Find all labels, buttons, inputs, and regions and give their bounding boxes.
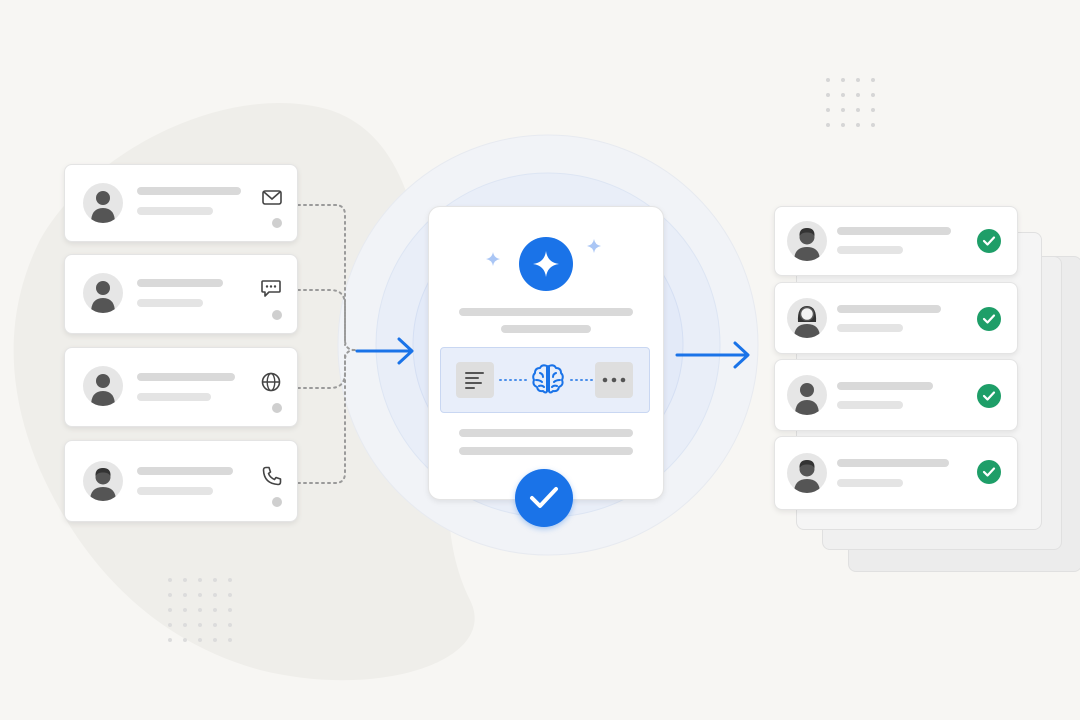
more-icon xyxy=(602,377,626,383)
person-icon xyxy=(83,366,123,406)
document-step xyxy=(456,362,494,398)
success-badge xyxy=(977,307,1001,331)
person-icon xyxy=(83,273,123,313)
summary-placeholder xyxy=(459,447,633,455)
name-placeholder xyxy=(137,373,235,381)
ai-badge xyxy=(519,237,573,291)
status-dot xyxy=(272,497,282,507)
check-icon xyxy=(982,236,996,246)
detail-placeholder xyxy=(137,487,213,495)
chat-icon xyxy=(261,280,281,297)
phone-icon xyxy=(262,466,282,486)
sparkle-small-icon xyxy=(587,239,601,253)
arrow-right-icon xyxy=(675,341,750,369)
detail-placeholder xyxy=(137,207,213,215)
dot-grid-top xyxy=(826,78,875,127)
person-man-icon xyxy=(787,221,827,261)
brain-icon xyxy=(532,364,564,394)
status-dot xyxy=(272,403,282,413)
subtitle-placeholder xyxy=(501,325,591,333)
status-dot xyxy=(272,310,282,320)
connector-dots xyxy=(499,379,527,381)
name-placeholder xyxy=(137,467,233,475)
check-icon xyxy=(982,467,996,477)
input-card-phone[interactable] xyxy=(64,440,298,522)
more-step xyxy=(595,362,633,398)
processing-pipeline xyxy=(440,347,650,413)
detail-placeholder xyxy=(837,324,903,332)
name-placeholder xyxy=(137,187,241,195)
success-badge xyxy=(977,229,1001,253)
name-placeholder xyxy=(137,279,223,287)
processor-card[interactable] xyxy=(428,206,664,500)
name-placeholder xyxy=(837,305,941,313)
sparkle-small-icon xyxy=(486,252,500,266)
person-woman-icon xyxy=(787,298,827,338)
input-card-chat[interactable] xyxy=(64,254,298,334)
document-icon xyxy=(465,372,484,389)
output-card[interactable] xyxy=(774,359,1018,431)
success-badge xyxy=(977,460,1001,484)
name-placeholder xyxy=(837,227,951,235)
connector-dots xyxy=(570,379,598,381)
check-icon xyxy=(982,314,996,324)
person-man-icon xyxy=(787,453,827,493)
name-placeholder xyxy=(837,459,949,467)
dot-grid-bottom xyxy=(168,578,232,642)
output-card[interactable] xyxy=(774,206,1018,276)
status-dot xyxy=(272,218,282,228)
globe-icon xyxy=(261,372,281,392)
title-placeholder xyxy=(459,308,633,316)
output-card[interactable] xyxy=(774,282,1018,354)
detail-placeholder xyxy=(837,401,903,409)
approve-button[interactable] xyxy=(515,469,573,527)
detail-placeholder xyxy=(137,393,211,401)
arrow-right-icon xyxy=(355,337,414,365)
input-card-web[interactable] xyxy=(64,347,298,427)
summary-placeholder xyxy=(459,429,633,437)
check-icon xyxy=(982,391,996,401)
output-card[interactable] xyxy=(774,436,1018,510)
success-badge xyxy=(977,384,1001,408)
detail-placeholder xyxy=(837,479,903,487)
sparkle-icon xyxy=(533,251,559,277)
check-icon xyxy=(530,487,558,508)
detail-placeholder xyxy=(137,299,203,307)
person-man-icon xyxy=(83,461,123,501)
mail-icon xyxy=(262,190,282,205)
detail-placeholder xyxy=(837,246,903,254)
name-placeholder xyxy=(837,382,933,390)
input-card-email[interactable] xyxy=(64,164,298,242)
person-icon xyxy=(787,375,827,415)
person-icon xyxy=(83,183,123,223)
